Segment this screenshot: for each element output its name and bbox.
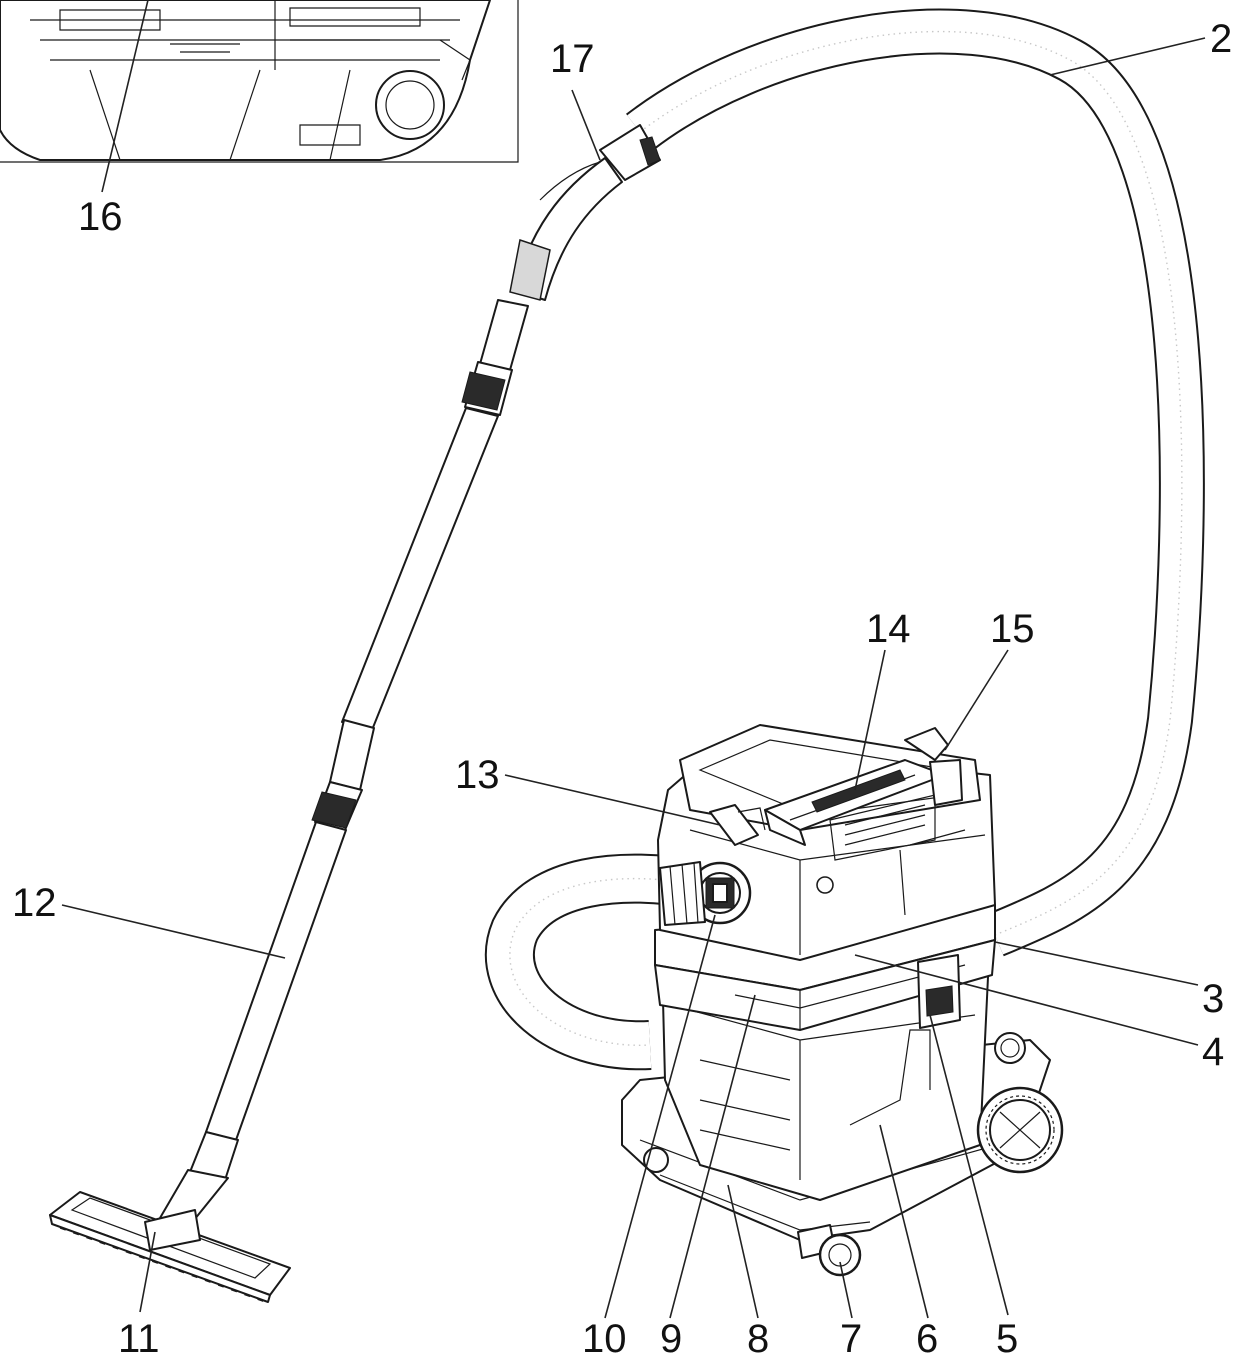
leader-7 (839, 1261, 853, 1319)
side-hose-loop (484, 853, 705, 1071)
leader-9 (669, 994, 756, 1319)
hose-handle (509, 124, 661, 301)
floor-nozzle (49, 1169, 291, 1303)
leader-10 (604, 914, 716, 1319)
leader-17 (571, 89, 601, 161)
leader-15 (944, 649, 1009, 751)
callout-4: 4 (1202, 1030, 1224, 1074)
extension-tube (189, 299, 529, 1181)
callout-13: 13 (455, 753, 500, 797)
callout-17: 17 (550, 37, 595, 81)
leader-8 (727, 1184, 759, 1319)
callout-7: 7 (840, 1317, 862, 1361)
leader-13 (504, 774, 721, 826)
vacuum-body (621, 724, 1064, 1277)
callout-14: 14 (866, 607, 911, 651)
leader-lines (61, 0, 1206, 1319)
callout-9: 9 (660, 1317, 682, 1361)
leader-5 (929, 1014, 1009, 1316)
leader-14 (854, 649, 886, 791)
callout-12: 12 (12, 881, 57, 925)
callout-labels: 2 3 4 5 6 7 8 9 10 11 12 13 14 15 16 17 (12, 17, 1232, 1361)
leader-12 (61, 904, 286, 959)
leader-4 (854, 954, 1199, 1046)
detail-inset (0, 0, 519, 163)
leader-6 (879, 1124, 929, 1319)
callout-10: 10 (582, 1317, 627, 1361)
suction-hose (626, 8, 1205, 957)
leader-3 (994, 941, 1199, 986)
callout-16: 16 (78, 195, 123, 239)
callout-11: 11 (118, 1317, 160, 1361)
callout-6: 6 (916, 1317, 938, 1361)
callout-15: 15 (990, 607, 1035, 651)
leader-11 (139, 1231, 156, 1313)
callout-5: 5 (996, 1317, 1018, 1361)
leader-16 (101, 0, 149, 193)
callout-3: 3 (1202, 977, 1224, 1021)
leader-2 (1049, 37, 1206, 76)
callout-2: 2 (1210, 17, 1232, 61)
callout-8: 8 (747, 1317, 769, 1361)
